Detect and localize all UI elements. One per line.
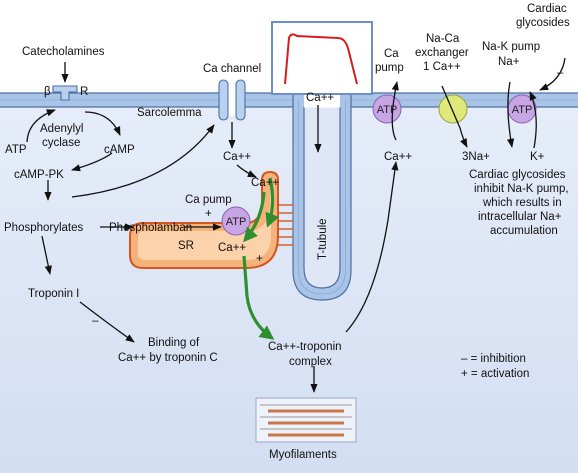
atp-right-2-label: ATP <box>512 104 533 116</box>
atp-sphere-ca-pump: ATP <box>372 94 402 124</box>
minus-glyc-label: – <box>557 67 564 79</box>
minus-troponin-label: – <box>92 315 99 327</box>
legend-minus: – = inhibition <box>461 353 526 365</box>
cyclase-label: cyclase <box>42 137 80 149</box>
catecholamines-label: Catecholamines <box>22 46 105 58</box>
naca-label-3: 1 Ca++ <box>423 61 461 73</box>
note-line-1: Cardiac glycosides <box>469 169 566 181</box>
pathway-arrows <box>26 57 566 393</box>
ca-pump-right-label-1: Ca <box>384 48 399 60</box>
plus-pump-label: + <box>205 208 212 220</box>
atp-right-1-label: ATP <box>377 104 398 116</box>
note-line-2: inhibit Na-K pump, <box>474 183 569 195</box>
ca-troponin-label-1: Ca++-troponin <box>268 341 342 353</box>
beta-receptor: β R <box>44 85 88 101</box>
ca-troponin-label-2: complex <box>289 356 332 368</box>
ca-in-sr-label: Ca++ <box>218 242 246 254</box>
phosphorylates-label: Phosphorylates <box>4 222 84 234</box>
naca-label-2: exchanger <box>415 47 469 59</box>
three-na-label: 3Na+ <box>462 151 490 163</box>
action-potential-inset <box>271 21 373 95</box>
binding-label-2: Ca++ by troponin C <box>118 352 218 364</box>
ca-channel-label: Ca channel <box>203 63 261 75</box>
t-tubule-label: T-tubule <box>317 218 329 260</box>
note-line-5: accumulation <box>490 225 558 237</box>
k-plus-label: K+ <box>530 151 545 163</box>
sr-label: SR <box>178 240 194 252</box>
ca-pump-sr-label: Ca pump <box>185 194 232 206</box>
note-line-3: which results in <box>482 197 562 209</box>
adenylyl-label: Adenylyl <box>40 123 83 135</box>
nak-label-1: Na-K pump <box>482 41 540 53</box>
camp-label: cAMP <box>104 144 135 156</box>
myofilaments-label: Myofilaments <box>269 449 337 461</box>
troponin-i-label: Troponin I <box>28 288 79 300</box>
ca-right-label: Ca++ <box>384 151 412 163</box>
atp-sphere-nak-pump: ATP <box>507 94 537 124</box>
ca-pump-right-label-2: pump <box>375 62 404 74</box>
atp-sr-label: ATP <box>226 216 247 228</box>
plus-sr-label: + <box>256 253 263 265</box>
atp-left-label: ATP <box>5 144 27 156</box>
beta-label: β <box>44 86 51 98</box>
ca-ttubule-label: Ca++ <box>306 92 334 104</box>
atp-sphere-sr: ATP <box>221 206 251 236</box>
sarcoplasmic-reticulum <box>129 170 293 269</box>
cardiac-glyc-top-label-1: Cardiac <box>527 3 567 15</box>
naca-label-1: Na-Ca <box>426 33 460 45</box>
myofilaments-icon <box>255 397 357 443</box>
camp-pk-label: cAMP-PK <box>14 169 64 181</box>
ca-under-channel-label: Ca++ <box>223 151 251 163</box>
sarcolemma-label: Sarcolemma <box>137 107 202 119</box>
ca-mid-label: Ca++ <box>251 177 279 189</box>
ca-channel <box>218 79 246 121</box>
note-line-4: intracellular Na+ <box>478 211 562 223</box>
naca-exchanger <box>438 94 468 124</box>
legend-plus: + = activation <box>461 368 529 380</box>
cardiac-glyc-top-label-2: glycosides <box>516 17 570 29</box>
t-tubule <box>292 93 352 301</box>
nak-label-2: Na+ <box>498 56 520 68</box>
phospholamban-label: Phospholamban <box>109 222 192 234</box>
binding-label-1: Binding of <box>148 337 200 349</box>
r-label: R <box>80 86 88 98</box>
text-labels: Catecholamines Sarcolemma ATP Adenylyl c… <box>4 3 570 461</box>
